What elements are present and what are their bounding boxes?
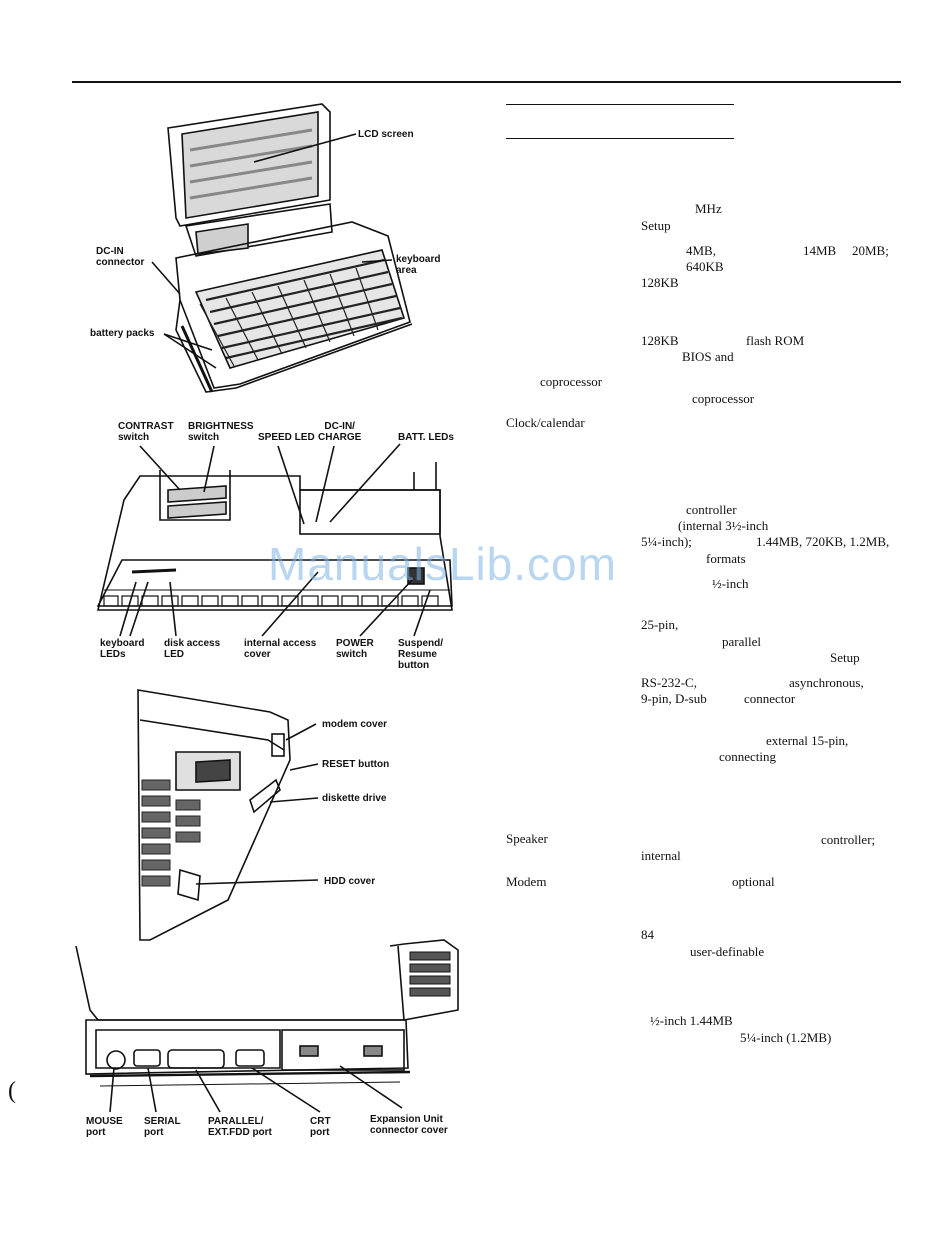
spec-fragment: MHz	[695, 201, 722, 216]
label-battery-packs: battery packs	[90, 328, 155, 339]
spec-fragment: external 15-pin,	[766, 733, 849, 748]
spec-fragment: 84	[641, 927, 654, 942]
spec-fragment: BIOS and	[682, 349, 734, 364]
spec-fragment: 128KB	[641, 275, 679, 290]
label-keyboard-leds: keyboard LEDs	[100, 638, 145, 660]
spec-fragment: controller	[686, 502, 737, 517]
label-lcd-screen: LCD screen	[358, 129, 414, 140]
spec-fragment: 9-pin, D-sub	[641, 691, 707, 706]
spec-fragment: 25-pin,	[641, 617, 679, 632]
label-brightness-switch: BRIGHTNESS switch	[188, 421, 254, 443]
spec-fragment: 128KB	[641, 333, 679, 348]
label-power-switch: POWER switch	[336, 638, 374, 660]
spec-fragment: Setup	[641, 218, 671, 233]
spec-fragment: ½-inch	[712, 576, 749, 591]
spec-fragment: coprocessor	[692, 391, 755, 406]
laptop-illustration	[167, 103, 413, 393]
spec-fragment: parallel	[722, 634, 761, 649]
label-reset-button: RESET button	[322, 759, 390, 770]
spec-fragment: 4MB,	[686, 243, 716, 258]
label-serial-port: SERIAL port	[144, 1116, 181, 1138]
spec-fragment: 5¼-inch);	[641, 534, 692, 549]
section-rule-2	[506, 138, 734, 139]
label-disk-access-led: disk access LED	[164, 638, 221, 660]
front-panel-illustration	[96, 462, 453, 611]
spec-fragment: 14MB	[803, 243, 837, 258]
label-dc-in-connector: DC-IN connector	[96, 246, 145, 268]
spec-fragment: internal	[641, 848, 681, 863]
spec-fragment: flash ROM	[746, 333, 805, 348]
spec-fragment: 20MB;	[852, 243, 889, 258]
rear-view-illustration	[75, 939, 459, 1087]
spec-fragment: user-definable	[690, 944, 765, 959]
spec-fragment: Setup	[830, 650, 860, 665]
spec-fragment: 640KB	[686, 259, 724, 274]
spec-fragment: RS-232-C,	[641, 675, 697, 690]
label-hdd-cover: HDD cover	[324, 876, 376, 887]
label-diskette-drive: diskette drive	[322, 793, 387, 804]
label-contrast-switch: CONTRAST switch	[118, 421, 174, 443]
spec-term-modem: Modem	[506, 874, 547, 889]
spec-fragment: asynchronous,	[789, 675, 864, 690]
label-parallel-port: PARALLEL/ EXT.FDD port	[208, 1116, 272, 1138]
spec-term-speaker: Speaker	[506, 831, 548, 846]
section-rule-1	[506, 104, 734, 105]
spec-fragment: optional	[732, 874, 775, 889]
spec-term-coprocessor: coprocessor	[540, 374, 603, 389]
watermark: ManualsLib.com	[268, 538, 617, 590]
spec-fragment: (internal 3½-inch	[678, 518, 769, 533]
side-view-illustration	[137, 689, 291, 941]
page-top-rule	[72, 81, 901, 83]
spec-fragment: connecting	[719, 749, 777, 764]
label-keyboard-area: keyboard area	[396, 254, 441, 276]
spec-fragment: controller;	[821, 832, 876, 847]
label-expansion-cover: Expansion Unit connector cover	[370, 1114, 448, 1136]
label-dc-in-charge: DC-IN/ CHARGE	[318, 421, 362, 443]
spec-fragment: connector	[744, 691, 796, 706]
spec-fragment: formats	[706, 551, 746, 566]
label-internal-access-cover: internal access cover	[244, 638, 317, 660]
label-mouse-port: MOUSE port	[86, 1116, 123, 1138]
label-modem-cover: modem cover	[322, 719, 388, 730]
spec-fragment: ½-inch 1.44MB	[650, 1013, 733, 1028]
margin-mark: (	[8, 1078, 16, 1104]
spec-fragment: 1.44MB, 720KB, 1.2MB,	[756, 534, 890, 549]
spec-term-clock: Clock/calendar	[506, 415, 585, 430]
label-suspend-resume: Suspend/ Resume button	[398, 638, 444, 671]
label-batt-leds: BATT. LEDs	[398, 432, 454, 443]
label-crt-port: CRT port	[310, 1116, 331, 1138]
spec-fragment: 5¼-inch (1.2MB)	[740, 1030, 832, 1045]
label-speed-led: SPEED LED	[258, 432, 315, 443]
